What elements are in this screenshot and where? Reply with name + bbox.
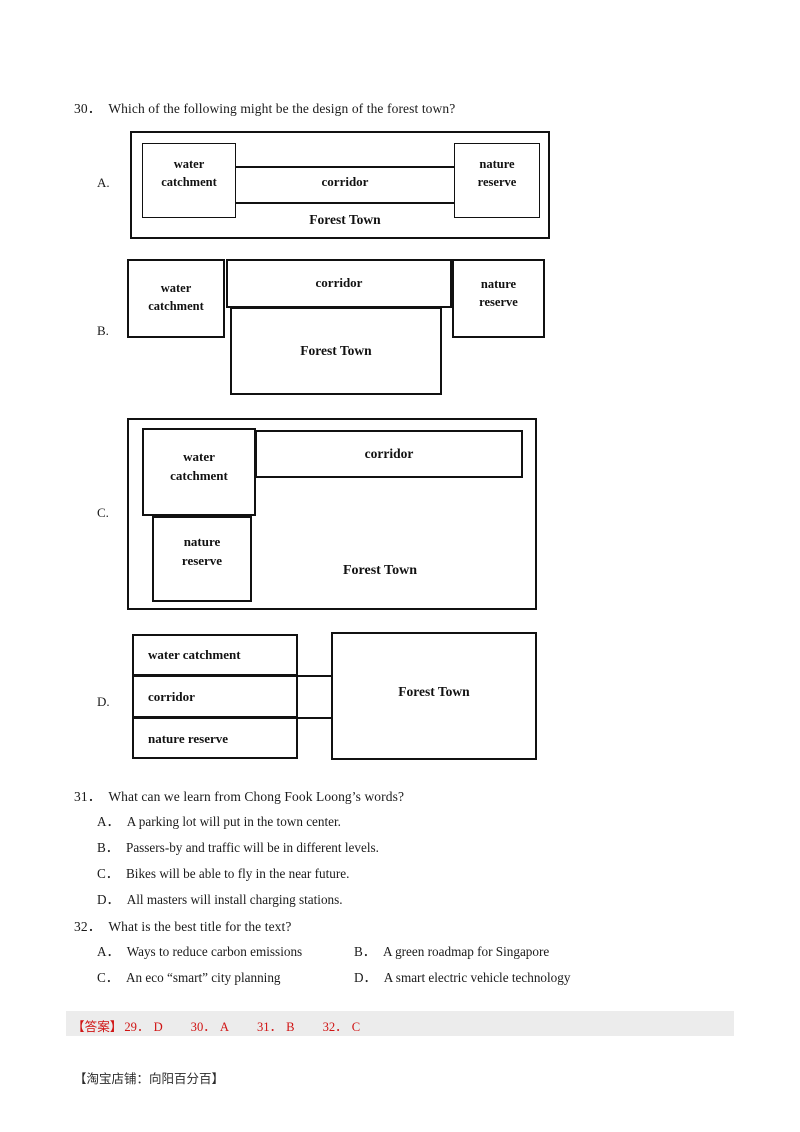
answer-key-item-31-answer: B [286, 1020, 295, 1034]
answer-key-item-30-answer: A [219, 1020, 229, 1034]
diagram-b-water-label: water [160, 281, 192, 295]
diagram-c-nature-label: nature [183, 534, 221, 549]
question-31-option-c[interactable]: C． Bikes will be able to fly in the near … [97, 863, 349, 882]
diagram-c-forest-town-frame [127, 418, 537, 610]
question-32-option-a-text: Ways to reduce carbon emissions [126, 944, 303, 959]
question-31-text: What can we learn from Chong Fook Loong’… [108, 789, 405, 804]
question-31-number: 31． [74, 789, 102, 804]
diagram-c-nature-reserve-label: nature reserve [152, 533, 252, 571]
question-32-option-c-text: An eco “smart” city planning [125, 970, 281, 985]
diagram-d-forest-town-box [331, 632, 537, 760]
question-30-number: 30． [74, 101, 102, 116]
diagram-option-b-letter: B. [97, 323, 109, 338]
diagram-c-water-catchment-box [142, 428, 256, 516]
question-31-option-b-letter: B． [97, 840, 119, 855]
diagram-c-catchment-label: catchment [170, 467, 228, 483]
answer-key-item-30-num: 30． [190, 1020, 216, 1034]
diagram-b-water-catchment-box [127, 259, 225, 338]
diagram-d-nature-reserve-label: nature reserve [148, 731, 229, 746]
diagram-b-forest-town-box [230, 307, 442, 395]
diagram-b-water-catchment-label: water catchment [127, 279, 225, 315]
diagram-b-nature-reserve-box [452, 259, 545, 338]
diagram-b-reserve-label: reserve [479, 295, 518, 310]
question-31-option-d-text: All masters will install charging statio… [126, 892, 343, 907]
diagram-b-forest-town-label: Forest Town [300, 343, 372, 358]
question-30-text: Which of the following might be the desi… [108, 101, 456, 116]
diagram-a-catchment-label: catchment [161, 175, 217, 190]
answer-key-item-29-num: 29． [124, 1020, 150, 1034]
diagram-d-water-catchment-label: water catchment [148, 647, 241, 662]
diagram-a-nature-reserve-label: nature reserve [454, 155, 540, 191]
diagram-c-water-label: water [183, 449, 215, 464]
diagram-option-a-letter: A. [97, 175, 110, 190]
question-31-option-d[interactable]: D． All masters will install charging stat… [97, 889, 343, 908]
footer-shop-note: 【淘宝店铺：向阳百分百】 [74, 1072, 225, 1086]
diagram-d-corridor-label: corridor [148, 689, 195, 704]
diagram-c-corridor-box [255, 430, 523, 478]
question-31-option-b[interactable]: B． Passers-by and traffic will be in diff… [97, 837, 379, 856]
question-30-stem: 30． Which of the following might be the d… [74, 97, 455, 117]
diagram-a-nature-label: nature [479, 157, 515, 171]
question-31-option-d-letter: D． [97, 892, 120, 907]
diagram-option-d-letter: D. [97, 694, 110, 709]
diagram-a-corridor-label: corridor [321, 174, 369, 189]
diagram-a-nature-reserve-box [454, 143, 540, 218]
diagram-b-nature-reserve-label: nature reserve [452, 275, 545, 311]
diagram-c-forest-town-label: Forest Town [342, 563, 418, 578]
answer-key-item-31-num: 31． [256, 1020, 283, 1034]
question-31-stem: 31． What can we learn from Chong Fook Loo… [74, 785, 404, 805]
diagram-a-corridor-bottom-rail [232, 202, 458, 204]
question-32-stem: 32． What is the best title for the text? [74, 915, 291, 935]
question-31-option-c-text: Bikes will be able to fly in the near fu… [125, 866, 350, 881]
diagram-a-forest-town-label: Forest Town [309, 212, 381, 227]
diagram-c-water-catchment-label: water catchment [142, 448, 256, 486]
question-32-option-b-letter: B． [354, 944, 376, 959]
question-32-option-d[interactable]: D． A smart electric vehicle technology [354, 967, 570, 986]
answer-key-item-29-answer: D [153, 1020, 163, 1034]
question-32-option-c[interactable]: C． An eco “smart” city planning [97, 967, 281, 986]
answer-key-item-32-num: 32． [322, 1020, 348, 1034]
question-32-option-a[interactable]: A． Ways to reduce carbon emissions [97, 941, 302, 960]
question-31-option-b-text: Passers-by and traffic will be in differ… [125, 840, 379, 855]
diagram-a-water-label: water [173, 157, 205, 171]
diagram-b-catchment-label: catchment [148, 299, 204, 314]
question-32-option-a-letter: A． [97, 944, 120, 959]
answer-key-band [66, 1011, 734, 1036]
diagram-d-bottom-connector [296, 717, 334, 719]
diagram-a-reserve-label: reserve [477, 175, 517, 190]
diagram-d-forest-town-label: Forest Town [398, 684, 470, 699]
diagram-b-nature-label: nature [480, 277, 517, 291]
diagram-a-water-catchment-label: water catchment [142, 155, 236, 191]
diagram-option-c-letter: C. [97, 505, 109, 520]
question-32-option-d-text: A smart electric vehicle technology [383, 970, 571, 985]
question-32-option-d-letter: D． [354, 970, 377, 985]
answer-key-item-32-answer: C [351, 1020, 361, 1034]
question-31-option-a-text: A parking lot will put in the town cente… [126, 814, 341, 829]
diagram-a-water-catchment-box [142, 143, 236, 218]
diagram-c-nature-reserve-box [152, 516, 252, 602]
question-31-option-a-letter: A． [97, 814, 120, 829]
question-32-option-b[interactable]: B． A green roadmap for Singapore [354, 941, 549, 960]
diagram-a-corridor-top-rail [232, 166, 458, 168]
question-31-option-a[interactable]: A． A parking lot will put in the town cen… [97, 811, 341, 830]
question-32-number: 32． [74, 919, 102, 934]
diagram-a-forest-town-frame [130, 131, 550, 239]
question-31-option-c-letter: C． [97, 866, 119, 881]
diagram-b-corridor-label: corridor [315, 275, 363, 290]
question-32-option-b-text: A green roadmap for Singapore [382, 944, 550, 959]
diagram-c-corridor-label: corridor [364, 446, 414, 461]
diagram-c-reserve-label: reserve [181, 552, 223, 568]
diagram-d-nature-reserve-box [132, 717, 298, 759]
question-32-text: What is the best title for the text? [108, 919, 292, 934]
answer-key-label: 【答案】 [72, 1020, 123, 1034]
diagram-d-top-connector [296, 675, 334, 677]
question-32-option-c-letter: C． [97, 970, 119, 985]
answer-key-row: 【答案】29．D 30．A 31．B 32．C [72, 1016, 360, 1035]
